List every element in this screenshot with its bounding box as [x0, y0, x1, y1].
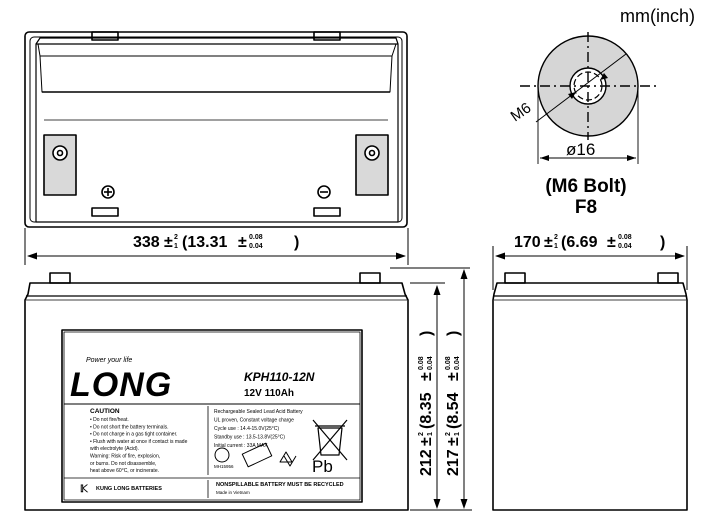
height-total-pm: ± — [445, 437, 462, 446]
units-label: mm(inch) — [620, 6, 695, 26]
height-container-close: ) — [418, 331, 435, 336]
height-total-inch: (8.54 — [445, 392, 462, 429]
height-container-inch-pm: ± — [418, 372, 435, 381]
width-inch-pm: ± — [607, 234, 616, 251]
length-pm: ± — [164, 234, 173, 251]
length-inch-tol-top: 0.08 — [249, 234, 263, 241]
front-view — [24, 272, 409, 511]
made-in: Made in Vietnam — [216, 490, 250, 495]
height-total-tol-top: 2 — [445, 432, 452, 436]
caution-lines: • Do not fire/heat.• Do not short the ba… — [90, 417, 188, 474]
length-dimension-text: 338 ± 2 1 (13.31 ± 0.08 0.04 ) — [133, 234, 299, 251]
terminal-block-right — [355, 134, 389, 196]
height-total-close: ) — [445, 331, 462, 336]
caution-line: or burns. Do not disassemble, — [90, 461, 156, 467]
spec-line: Initial current : 33A MAX — [214, 443, 268, 449]
company-name: KUNG LONG BATTERIES — [96, 486, 162, 492]
caution-line: • Do not fire/heat. — [90, 417, 129, 423]
height-total-tol-bottom: 1 — [454, 432, 461, 436]
height-container-main: 212 — [418, 449, 435, 476]
caution-line: with electrolyte (Acid). — [90, 446, 139, 452]
width-dimension-text: 170 ± 2 1 (6.69 ± 0.08 0.04 ) — [514, 234, 665, 251]
terminal-type-label: F8 — [575, 197, 597, 218]
spec-lines: Rechargeable Sealed Lead Acid Battery UL … — [214, 409, 303, 449]
length-inch-tol-bottom: 0.04 — [249, 243, 263, 250]
battery-label: Power your life LONG KPH110-12N 12V 110A… — [70, 357, 344, 495]
width-tol-bottom: 1 — [554, 243, 558, 250]
side-view — [492, 272, 688, 511]
pb-symbol: Pb — [312, 457, 333, 476]
top-view — [24, 31, 408, 228]
height-total-inch-tol-bottom: 0.04 — [454, 356, 461, 370]
spec-line: Cycle use : 14.4-15.0V(25°C) — [214, 426, 279, 432]
height-total-inch-tol-top: 0.08 — [445, 356, 452, 370]
positive-mark — [101, 185, 115, 199]
length-inch-pm: ± — [238, 234, 247, 251]
spec-line: Standby use : 13.5-13.8V(25°C) — [214, 435, 285, 441]
caution-line: • Do not charge in a gas tight container… — [90, 432, 177, 438]
label-model: KPH110-12N — [244, 370, 315, 384]
length-tol-bottom: 1 — [174, 243, 178, 250]
height-container-pm: ± — [418, 437, 435, 446]
terminal-detail — [520, 32, 656, 164]
thread-label: M6 — [508, 99, 535, 125]
dimension-lines — [24, 228, 688, 511]
negative-mark — [317, 185, 331, 199]
drawing-text: mm(inch) M6 ø16 (M6 Bolt) F8 338 ± 2 1 (… — [70, 6, 695, 495]
ul-mark-icon — [214, 447, 230, 463]
spec-line: UL proven, Constant voltage charge — [214, 418, 294, 424]
height-container-inch-tol-top: 0.08 — [418, 356, 425, 370]
caution-title: CAUTION — [90, 408, 120, 415]
length-tol-top: 2 — [174, 234, 178, 241]
height-container-tol-bottom: 1 — [427, 432, 434, 436]
width-pm: ± — [544, 234, 553, 251]
width-tol-top: 2 — [554, 234, 558, 241]
label-tagline: Power your life — [86, 357, 132, 364]
height-total-text: 217 ± 2 1 (8.54 ± 0.08 0.04 ) — [445, 331, 462, 476]
caution-line: • Do not short the battery terminals. — [90, 424, 168, 430]
terminal-block-left — [43, 134, 77, 196]
recycle-icon — [279, 451, 297, 467]
length-main: 338 — [133, 234, 160, 251]
width-main: 170 — [514, 234, 541, 251]
height-container-inch-tol-bottom: 0.04 — [427, 356, 434, 370]
brand-logo: LONG — [70, 366, 172, 404]
battery-recycle-icon — [241, 442, 273, 468]
length-close: ) — [294, 234, 299, 251]
height-container-tol-top: 2 — [418, 432, 425, 436]
caution-line: Warning: Risk of fire, explosion, — [90, 454, 160, 460]
width-close: ) — [660, 234, 665, 251]
label-rating: 12V 110Ah — [244, 388, 294, 399]
height-container-inch: (8.35 — [418, 392, 435, 429]
diameter-label: ø16 — [566, 140, 595, 159]
width-inch: (6.69 — [561, 234, 598, 251]
width-inch-tol-top: 0.08 — [618, 234, 632, 241]
caution-line: • Flush with water at once if contact is… — [90, 439, 188, 445]
height-total-inch-pm: ± — [445, 372, 462, 381]
height-container-text: 212 ± 2 1 (8.35 ± 0.08 0.04 ) — [418, 331, 435, 476]
height-total-main: 217 — [445, 449, 462, 476]
company-logo-icon: 𝕂 — [80, 484, 89, 495]
crossed-bin-icon — [312, 419, 348, 461]
label-footer: NONSPILLABLE BATTERY MUST BE RECYCLED — [216, 482, 344, 488]
spec-line: Rechargeable Sealed Lead Acid Battery — [214, 409, 303, 415]
width-inch-tol-bottom: 0.04 — [618, 243, 632, 250]
bolt-label: (M6 Bolt) — [545, 176, 626, 197]
length-inch: (13.31 — [182, 234, 227, 251]
ul-mark-text: MH15956 — [214, 464, 234, 469]
caution-line: heat above 60°C, or incinerate. — [90, 468, 159, 474]
